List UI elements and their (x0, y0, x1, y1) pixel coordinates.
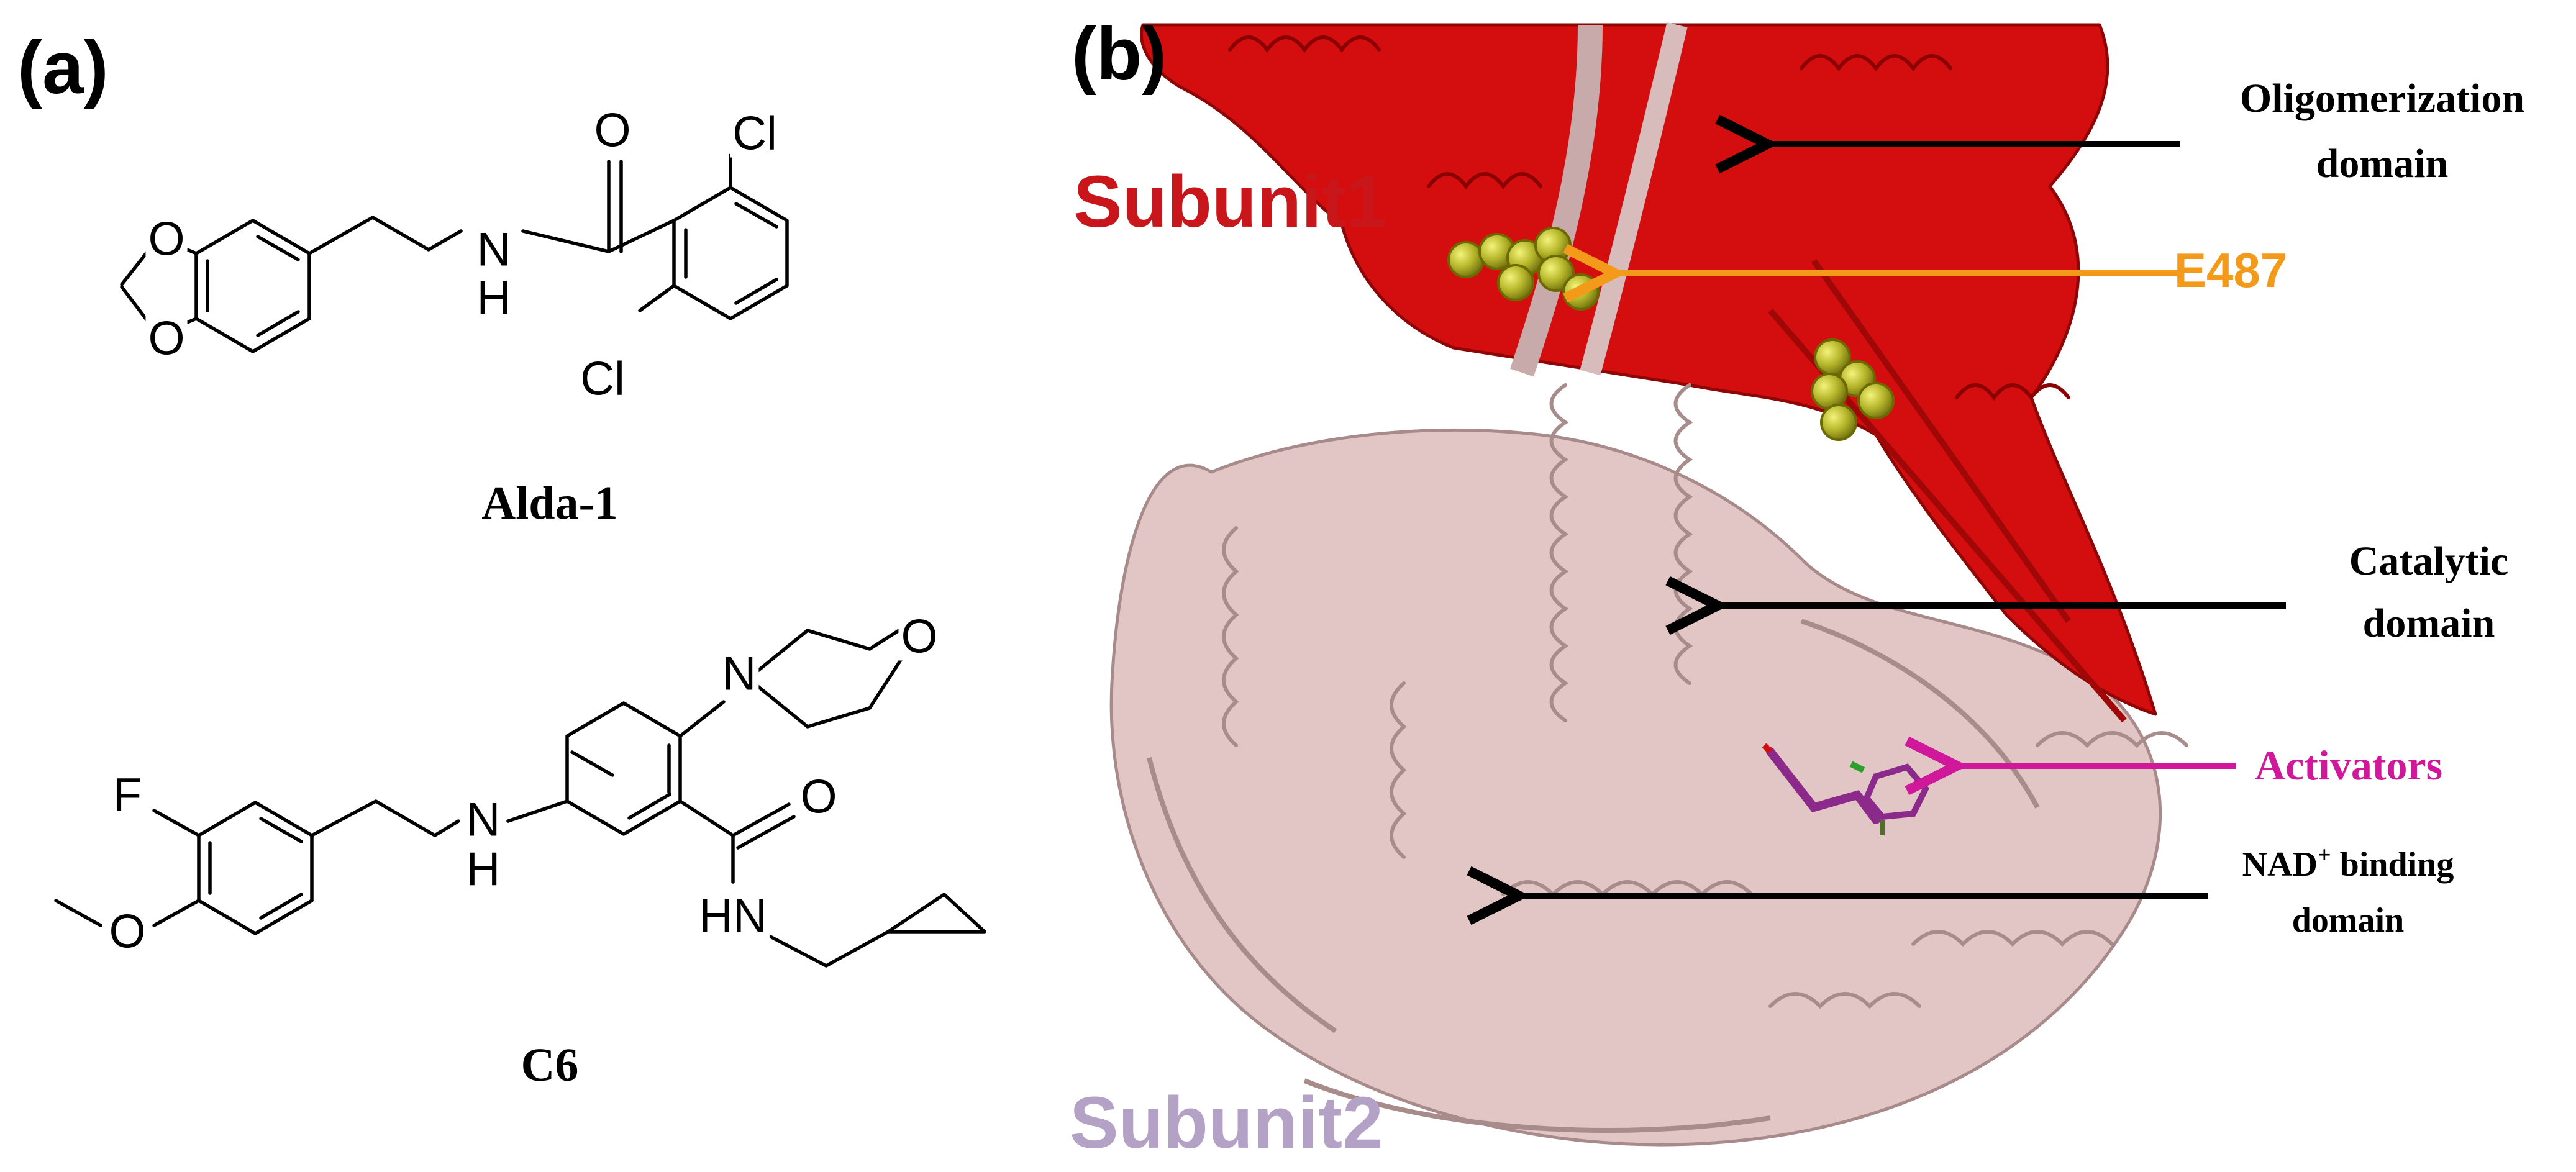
catalytic-label-line2: domain (2363, 601, 2495, 646)
c6-atom-n-morpholine: N (722, 648, 757, 701)
alda1-atom-cl-top: Cl (732, 107, 777, 160)
c6-label: C6 (521, 1039, 579, 1091)
nad-label-line2: domain (2292, 901, 2405, 940)
alda1-atom-cl-bottom: Cl (580, 353, 625, 406)
oligomerization-label-line1: Oligomerization (2240, 76, 2524, 121)
catalytic-label-line1: Catalytic (2349, 538, 2509, 584)
c6-atom-h: H (467, 843, 501, 896)
e487-label: E487 (2174, 243, 2287, 298)
alda1-atom-o-carbonyl: O (594, 104, 630, 157)
oligomerization-label-line2: domain (2316, 141, 2449, 186)
c6-benzene-ring-left (197, 801, 314, 935)
subunit2-label: Subunit2 (1070, 1082, 1383, 1164)
alda1-atom-n: N (477, 224, 511, 276)
alda1-structure: O O O N H Cl Cl (120, 104, 789, 406)
c6-atom-f: F (113, 769, 142, 822)
subunit1-body (1140, 23, 2157, 716)
alda1-benzene-ring-right (672, 186, 789, 320)
c6-structure: F O N H N O O HN (54, 611, 986, 968)
panel-b-label: (b) (1072, 12, 1167, 96)
c6-atom-o-morpholine: O (901, 611, 937, 663)
c6-atom-hn-amide: HN (699, 890, 767, 943)
nad-label-line1: NAD+ binding (2242, 842, 2454, 884)
subunit1-label: Subunit1 (1073, 161, 1387, 243)
c6-atom-o-carbonyl: O (800, 771, 837, 824)
panel-b: (b) Subunit1 Subunit2 Oligomerization do… (1070, 12, 2524, 1164)
c6-atom-o-methoxy: O (109, 906, 145, 958)
panel-a-label: (a) (17, 26, 109, 109)
activators-label: Activators (2255, 742, 2442, 789)
alda1-benzene-ring-left (194, 219, 311, 353)
alda1-atom-o-ring-top: O (148, 213, 184, 266)
alda1-atom-h: H (477, 272, 511, 325)
alda1-label: Alda-1 (481, 477, 618, 529)
subunit2-body (1109, 429, 2162, 1147)
protein-ribbon-structure (1109, 22, 2188, 1147)
alda1-atom-o-ring-bottom: O (148, 312, 184, 365)
c6-benzene-ring-center (565, 701, 682, 836)
c6-atom-n: N (467, 794, 501, 847)
panel-a: (a) O O (17, 26, 986, 1091)
